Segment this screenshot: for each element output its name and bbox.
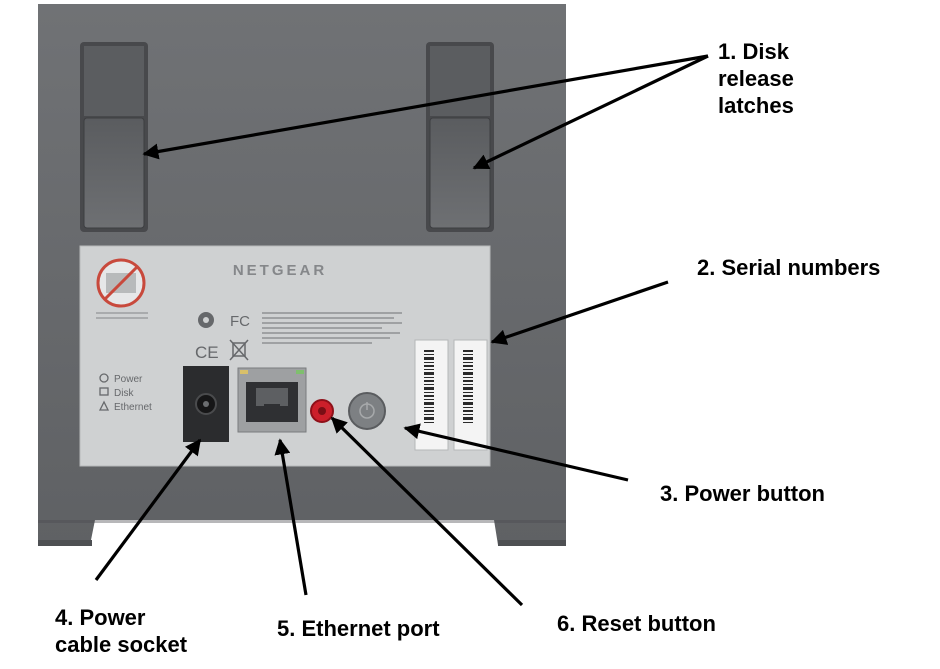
led-label-ethernet: Ethernet [114,402,152,413]
arrow-ethernet-port [274,438,308,596]
arrow-latch-left [142,54,709,160]
led-label-power: Power [114,374,143,385]
compliance-marks: FC CE [195,312,250,362]
left-foot [38,540,92,546]
disk-led-icon [99,387,109,396]
nas-device: NETGEAR FC CE [38,4,566,546]
callout-ethernet-port: 5. Ethernet port [277,616,440,641]
callout-power-button: 3. Power button [660,481,825,506]
arrow-power-button [403,423,629,482]
ethernet-led-icon [98,400,110,411]
weee-bin-icon [229,339,249,361]
reset-button[interactable] [310,399,334,423]
callout-serial-numbers: 2. Serial numbers [697,255,881,280]
brand-logo: NETGEAR [233,262,327,279]
power-button[interactable] [348,392,386,430]
right-disk-latch[interactable] [426,42,494,232]
arrow-serial-numbers [490,280,669,345]
ethernet-port[interactable] [237,367,307,433]
power-led-icon [99,373,109,383]
led-labels: Power Disk Ethernet [98,373,152,413]
power-cable-socket[interactable] [183,366,229,442]
fcc-mark: FC [230,313,250,330]
callout-reset-button: 6. Reset button [557,611,716,636]
arrow-latch-right [472,54,709,170]
callout-arrows [94,54,709,607]
left-disk-latch[interactable] [80,42,148,232]
callout-disk-release-latches: 1. Disk release latches [718,39,794,118]
arrow-power-socket [94,438,202,581]
ce-mark: CE [195,343,219,362]
regulatory-text [262,312,402,344]
arrow-reset-button [330,416,524,607]
right-foot [498,540,566,546]
led-label-disk: Disk [114,388,134,399]
no-disk-warning-icon [96,258,148,319]
callout-power-cable-socket: 4. Power cable socket [55,605,188,657]
